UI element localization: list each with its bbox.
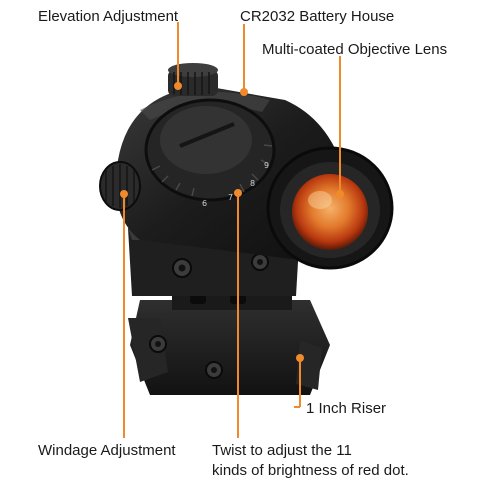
elevation-adjustment-label: Elevation Adjustment (38, 8, 179, 25)
windage-knob (99, 161, 141, 211)
dial-mark: 9 (264, 161, 269, 170)
leader-twist-dot (234, 189, 242, 197)
windage-adjustment-label: Windage Adjustment (38, 442, 176, 459)
dial-mark: 6 (202, 199, 207, 208)
leader-elevation-dot (174, 82, 182, 90)
leader-battery-dot (240, 88, 248, 96)
leader-windage-dot (120, 190, 128, 198)
dial-mark: 8 (250, 179, 255, 188)
leader-lines (120, 22, 344, 438)
leader-riser-dot (296, 354, 304, 362)
objective-lens (266, 146, 394, 270)
battery-house-dial: 6 7 8 9 (144, 98, 276, 208)
dial-mark: 7 (228, 193, 233, 202)
elevation-knob (168, 63, 218, 96)
brightness-twist-label: Twist to adjust the 11 kinds of brightne… (212, 441, 409, 481)
objective-lens-label: Multi-coated Objective Lens (262, 41, 448, 58)
brightness-twist-line-2: kinds of brightness of red dot. (212, 462, 409, 479)
leader-lens-dot (336, 190, 344, 198)
battery-house-label: CR2032 Battery House (240, 8, 395, 25)
brightness-twist-line-1: Twist to adjust the 11 (212, 442, 352, 459)
riser-label: 1 Inch Riser (306, 400, 387, 417)
